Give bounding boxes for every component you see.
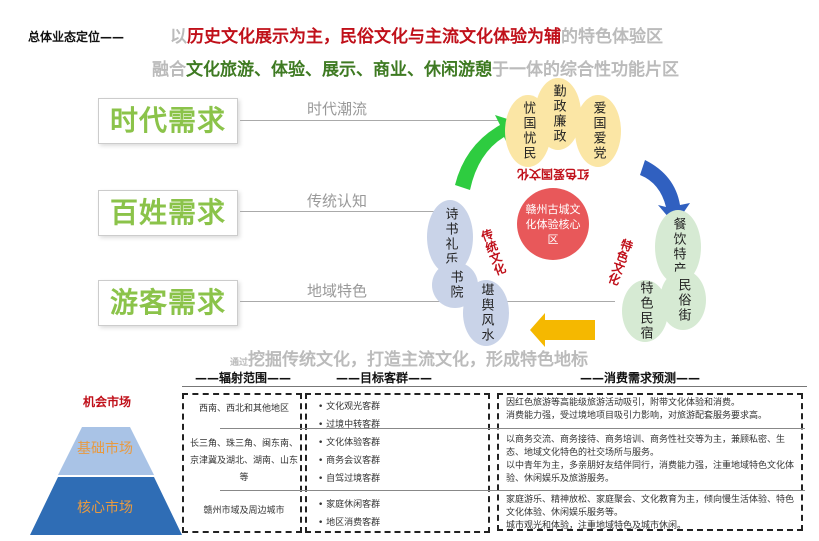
item-folk-street: 民俗街 — [660, 270, 706, 330]
row-divider — [220, 428, 805, 429]
cycle-arrows — [455, 115, 690, 347]
demand-text: 家庭游乐、精神放松、家庭聚会、文化教育为主，倾向慢生活体验、特色文化体验、休闲娱… — [506, 495, 795, 518]
target-item: • 文化观光客群 — [318, 402, 381, 412]
l1-post: 的特色体验区 — [561, 27, 663, 47]
pyramid-core: 核心市场 — [77, 500, 133, 516]
demand-row-2: 以商务交流、商务接待、商务培训、商务性社交等为主，兼顾私密、生态、地域文化特色的… — [506, 434, 798, 486]
need-tourist: 游客需求 — [98, 280, 238, 326]
range-row-2: 长三角、珠三角、闽东南、京津冀及湖北、湖南、山东等 — [190, 439, 299, 483]
range-row-1: 西南、西北和其他地区 — [198, 404, 289, 414]
item-diligent: 勤政廉政 — [535, 78, 581, 150]
header-divider — [182, 386, 807, 387]
flow-tourist: 地域特色 — [307, 282, 368, 300]
demand-row-3: 家庭游乐、精神放松、家庭聚会、文化教育为主，倾向慢生活体验、特色文化体验、休闲娱… — [506, 494, 798, 533]
targets-row-2: • 文化体验客群 • 商务会议客群 • 自驾过境客群 — [318, 434, 380, 488]
item-poetry: 诗书礼乐 — [427, 200, 473, 274]
flow-public: 传统认知 — [307, 192, 368, 210]
demand-text: 城市观光和体验，注重地域特色及城市休闲。 — [506, 521, 687, 531]
demand-text: 因红色旅游等高能级旅游活动吸引，附带文化体验和消费。 — [506, 398, 741, 408]
demand-text: 以商务交流、商务接待、商务培训、商务性社交等为主，兼顾私密、生态、地域文化特色的… — [506, 435, 786, 458]
target-item: • 过境中转客群 — [318, 420, 381, 430]
targets-row-1: • 文化观光客群 • 过境中转客群 — [318, 398, 380, 434]
l2-pre: 融合 — [152, 60, 186, 80]
l2-highlight: 文化旅游、体验、展示、商业、休闲游憩 — [186, 60, 492, 80]
l1-pre: 以 — [170, 27, 187, 47]
slogan: 通过挖掘传统文化，打造主流文化，形成特色地标 — [230, 345, 588, 370]
positioning-line-2: 融合文化旅游、体验、展示、商业、休闲游憩于一体的综合性功能片区 — [152, 55, 679, 80]
row-divider — [220, 490, 805, 491]
positioning-line-1: 以历史文化展示为主，民俗文化与主流文化体验为辅的特色体验区 — [170, 22, 663, 47]
item-patriot: 爱国爱党 — [575, 95, 621, 167]
demand-text: 消费能力强，受过境地项目吸引力影响，对旅游配套服务要求高。 — [506, 411, 768, 421]
yellow-arrow-icon — [530, 313, 595, 347]
target-item: • 自驾过境客群 — [318, 474, 381, 484]
target-item: • 文化体验客群 — [318, 438, 381, 448]
range-box — [182, 393, 302, 533]
header-demand: ——消费需求预测—— — [580, 371, 701, 385]
header-range: ——辐射范围—— — [195, 371, 292, 385]
market-pyramid — [30, 385, 182, 535]
target-item: • 商务会议客群 — [318, 456, 381, 466]
flow-era: 时代潮流 — [307, 100, 368, 118]
target-item: • 家庭休闲客群 — [318, 500, 381, 510]
demand-text: 以中青年为主，多亲朋好友结伴同行，消费能力强，注重地域特色文化体验、休闲娱乐及旅… — [506, 461, 795, 484]
arrow-line — [240, 120, 515, 121]
item-fengshui: 堪舆风水 — [463, 280, 509, 346]
green-arrow-icon — [455, 115, 520, 190]
page-title: 总体业态定位—— — [28, 30, 125, 44]
header-target: ——目标客群—— — [336, 371, 433, 385]
red-culture-tag: 红色爱国文化 — [517, 167, 590, 181]
range-row-3: 赣州市域及周边城市 — [203, 506, 285, 516]
l1-highlight: 历史文化展示为主，民俗文化与主流文化体验为辅 — [187, 27, 561, 47]
target-item: • 地区消费客群 — [318, 518, 381, 528]
pyramid-opportunity: 机会市场 — [82, 395, 131, 409]
targets-row-3: • 家庭休闲客群 • 地区消费客群 — [318, 496, 380, 532]
slogan-pre: 通过 — [230, 358, 249, 368]
blue-arrow-icon — [640, 160, 690, 225]
arrow-line — [240, 211, 445, 212]
arrow-line — [240, 301, 615, 302]
core-area: 赣州古城文化体验核心区 — [517, 188, 589, 260]
slogan-text: 挖掘传统文化，打造主流文化，形成特色地标 — [248, 350, 589, 370]
demand-box — [497, 393, 803, 531]
demand-row-1: 因红色旅游等高能级旅游活动吸引，附带文化体验和消费。消费能力强，受过境地项目吸引… — [506, 397, 798, 423]
target-box — [305, 393, 490, 533]
pyramid-base: 基础市场 — [77, 441, 133, 457]
need-public: 百姓需求 — [98, 190, 238, 236]
item-homestay: 特色民宿 — [622, 280, 668, 342]
l2-post: 于一体的综合性功能片区 — [492, 60, 679, 80]
need-era: 时代需求 — [98, 98, 238, 144]
